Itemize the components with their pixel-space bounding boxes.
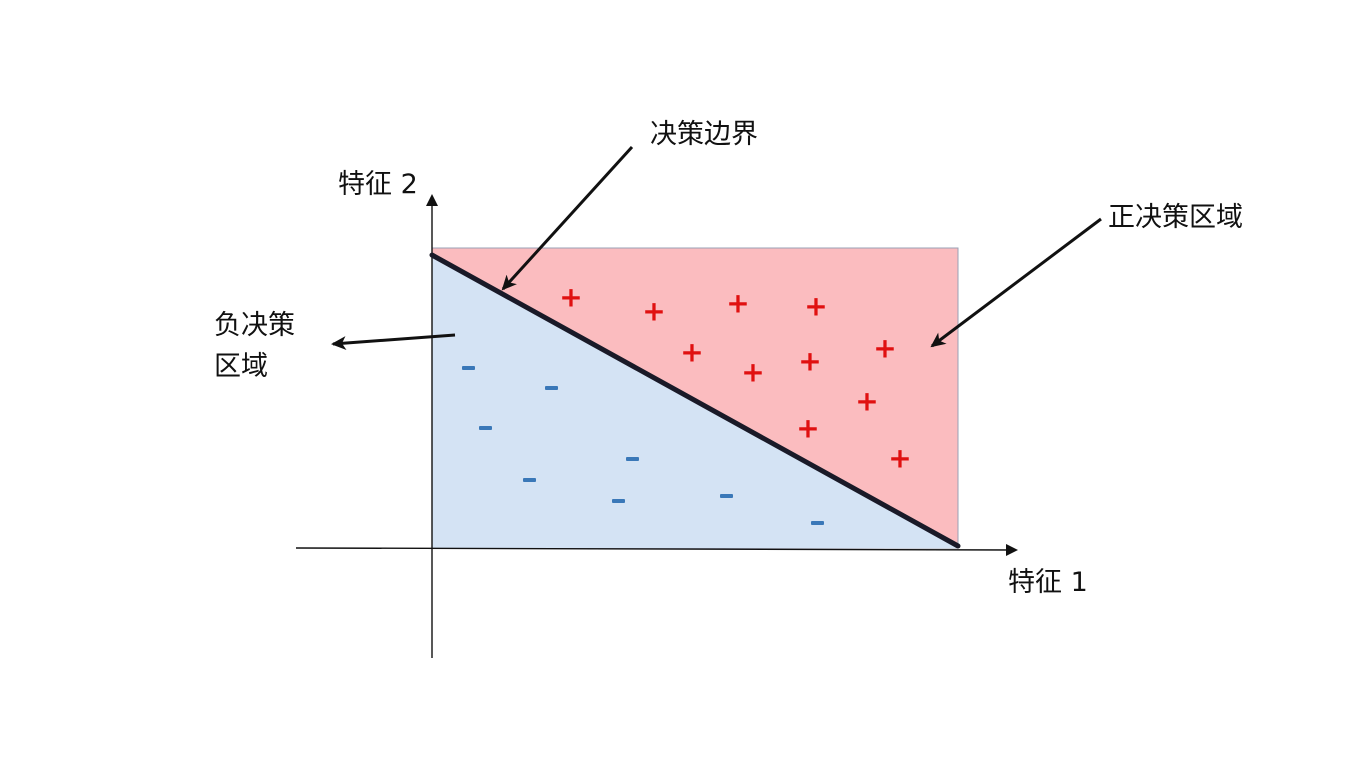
negative-region-label-line1: 负决策 <box>214 310 295 341</box>
positive-point: + <box>559 281 582 314</box>
positive-point: + <box>798 345 821 378</box>
negative-point <box>626 457 639 461</box>
positive-point: + <box>873 332 896 365</box>
positive-region-label: 正决策区域 <box>1108 202 1243 233</box>
negative-points <box>462 366 824 525</box>
negative-point <box>523 478 536 482</box>
positive-point: + <box>642 295 665 328</box>
positive-region-callout-arrow <box>930 217 1102 348</box>
positive-point: + <box>796 412 819 445</box>
positive-point: + <box>804 290 827 323</box>
x-axis <box>295 543 1018 556</box>
negative-point <box>545 386 558 390</box>
positive-point: + <box>726 287 749 320</box>
negative-point <box>462 366 475 370</box>
y-axis-label: 特征 2 <box>338 169 418 200</box>
boundary-label: 决策边界 <box>650 119 758 150</box>
negative-point <box>720 494 733 498</box>
negative-region-callout-arrow <box>331 333 456 351</box>
negative-point <box>479 426 492 430</box>
negative-point <box>811 521 824 525</box>
positive-point: + <box>741 356 764 389</box>
negative-point <box>612 499 625 503</box>
positive-point: + <box>855 385 878 418</box>
decision-boundary-line <box>429 252 961 549</box>
negative-region-label-line2: 区域 <box>214 351 268 382</box>
positive-point: + <box>680 336 703 369</box>
boundary-callout-arrow <box>501 145 634 291</box>
positive-points: + + + + + + + + + + + <box>559 281 911 475</box>
x-axis-label: 特征 1 <box>1008 567 1088 598</box>
positive-point: + <box>888 442 911 475</box>
